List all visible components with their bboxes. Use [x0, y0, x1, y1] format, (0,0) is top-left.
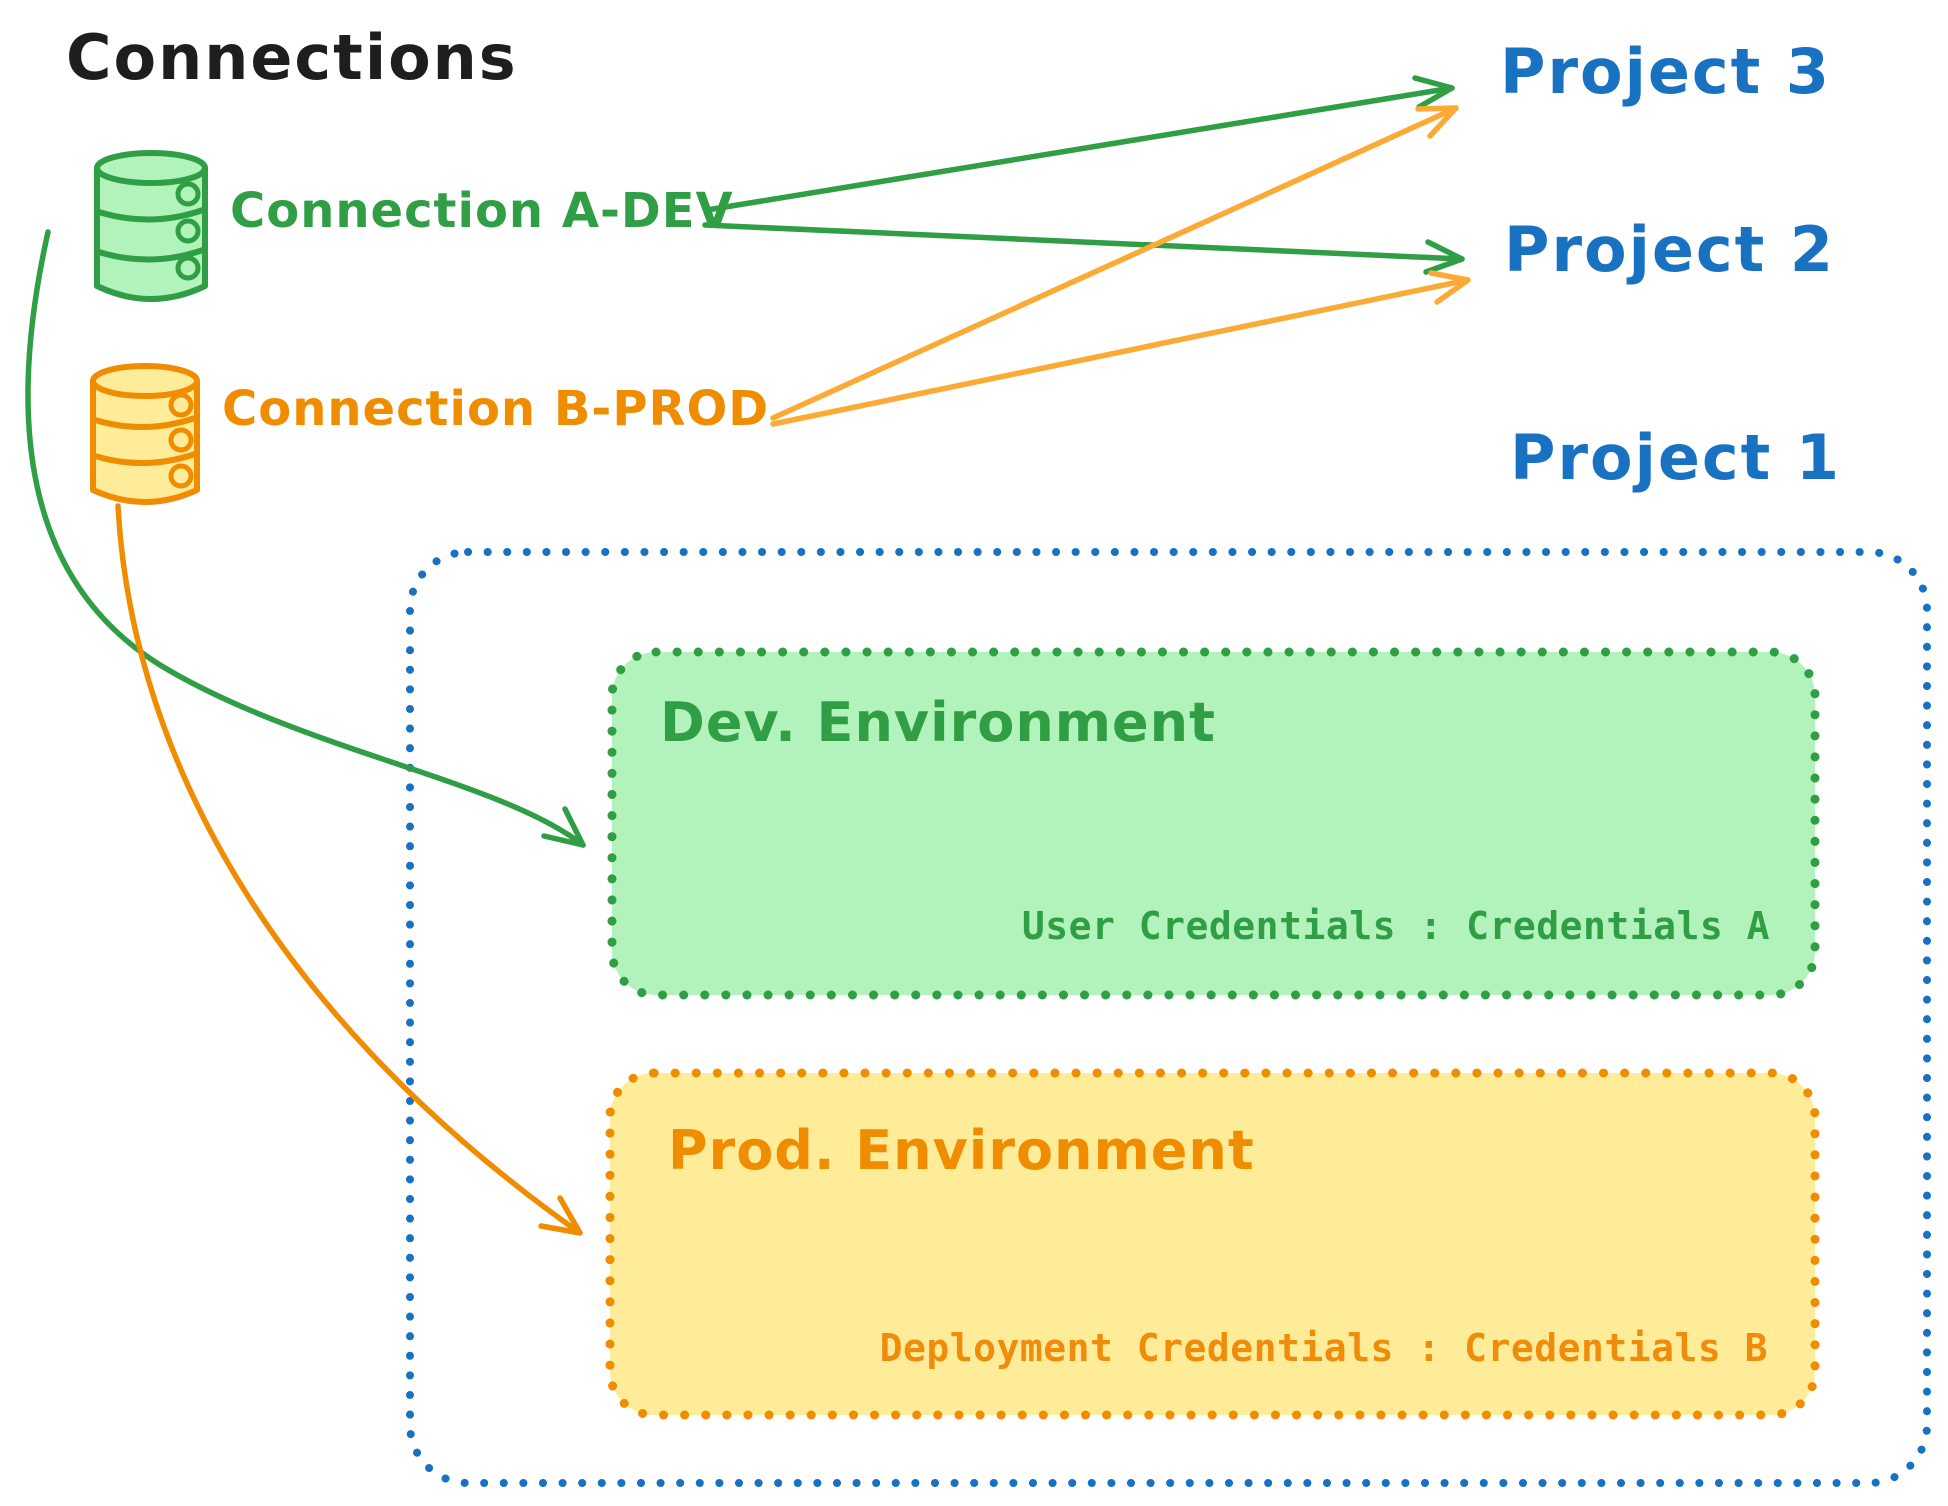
arrow-a-dev-to-dev-environment — [25, 229, 586, 848]
prod-environment-credentials: Deployment Credentials : Credentials B — [879, 1326, 1768, 1370]
database-icon-prod — [90, 363, 200, 505]
arrow-a-dev-to-project-2 — [702, 222, 1465, 275]
connection-b-prod-label: Connection B-PROD — [222, 381, 770, 437]
database-icon-dev — [94, 150, 208, 302]
dev-environment-title: Dev. Environment — [660, 691, 1216, 754]
project-2-label: Project 2 — [1504, 213, 1836, 286]
connection-a-dev-label: Connection A-DEV — [230, 183, 734, 239]
prod-environment-box — [605, 1068, 1820, 1420]
diagram-title: Connections — [66, 21, 518, 94]
project-1-boundary-box — [406, 548, 1931, 1487]
dev-environment-box — [607, 647, 1820, 1000]
arrow-b-prod-to-prod-environment — [115, 503, 583, 1236]
dev-environment-credentials: User Credentials : Credentials A — [1021, 904, 1770, 948]
arrow-b-prod-to-project-2 — [770, 270, 1471, 427]
prod-environment-title: Prod. Environment — [668, 1119, 1255, 1182]
project-3-label: Project 3 — [1500, 35, 1832, 108]
arrow-b-prod-to-project-3 — [770, 105, 1459, 421]
arrow-a-dev-to-project-3 — [704, 75, 1455, 213]
project-1-label: Project 1 — [1510, 421, 1842, 494]
